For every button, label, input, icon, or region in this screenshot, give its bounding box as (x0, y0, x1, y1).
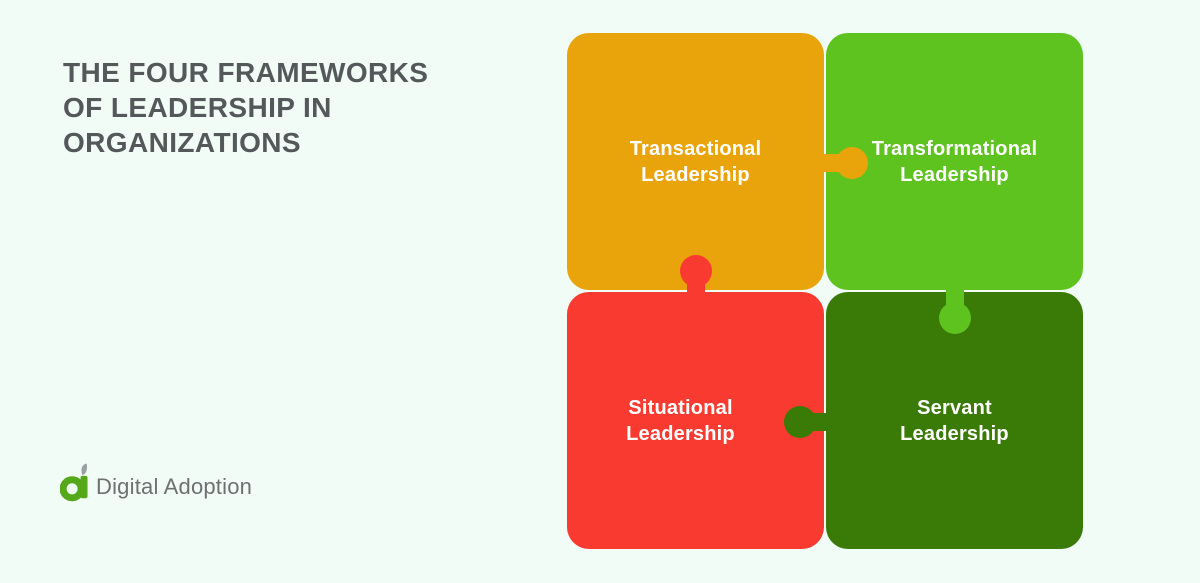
piece-label-line: Leadership (900, 163, 1009, 186)
piece-label-line: Transformational (871, 137, 1038, 160)
piece-label-servant: Servant Leadership (826, 292, 1083, 549)
piece-label-line: Transactional (629, 137, 762, 160)
puzzle-piece-situational (567, 292, 824, 549)
piece-label-line: Leadership (641, 163, 750, 186)
page-title-line: OF LEADERSHIP IN (63, 92, 332, 123)
puzzle-grid: Transactional Leadership Transformationa… (567, 33, 1083, 549)
logo-stem-shape (80, 475, 88, 499)
puzzle-piece-transactional (567, 33, 824, 290)
logo-bowl-shape (60, 476, 85, 502)
piece-label-line: Servant (917, 396, 992, 419)
digital-adoption-logo: Digital Adoption (60, 463, 252, 502)
logo-leaf-shape (81, 463, 88, 476)
piece-label-line: Leadership (900, 422, 1009, 445)
digital-adoption-a-icon (60, 463, 88, 502)
brand-name: Digital Adoption (96, 474, 253, 499)
puzzle-piece-servant (826, 292, 1083, 549)
piece-label-situational: Situational Leadership (552, 292, 809, 549)
piece-label-line: Leadership (626, 422, 735, 445)
page-title-line: THE FOUR FRAMEWORKS (63, 57, 429, 88)
piece-label-transactional: Transactional Leadership (567, 33, 824, 290)
page-title-line: ORGANIZATIONS (63, 127, 302, 158)
page-title: THE FOUR FRAMEWORKS OF LEADERSHIP IN ORG… (63, 55, 428, 160)
piece-label-transformational: Transformational Leadership (826, 33, 1083, 290)
piece-label-line: Situational (628, 396, 733, 419)
puzzle-piece-transformational (826, 33, 1083, 290)
